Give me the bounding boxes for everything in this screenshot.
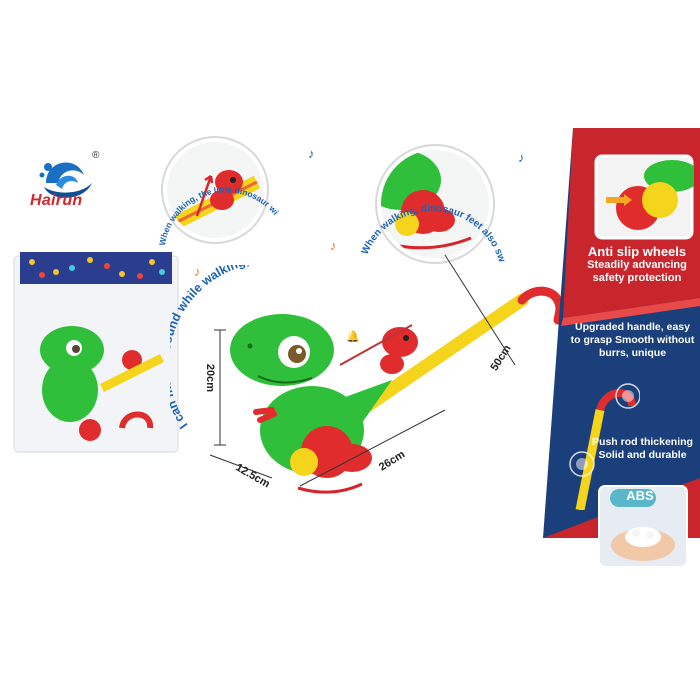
anti-slip-heading: Anti slip wheels	[587, 244, 687, 259]
handle-description: Upgraded handle, easy to grasp Smooth wi…	[565, 321, 700, 360]
sway-detail-circle	[381, 150, 489, 258]
handle-line: to grasp Smooth without	[570, 334, 695, 346]
brand-name: Hairun	[30, 192, 83, 209]
music-note-icon: ♪	[518, 150, 525, 165]
registered-mark: ®	[92, 150, 100, 161]
push-rod-line: Solid and durable	[598, 449, 687, 461]
handle-line: burrs, unique	[598, 347, 667, 359]
sway-callout-text: When walking, dinosaur feet also sway ba…	[355, 115, 507, 264]
bell-icon: 🔔	[346, 331, 360, 343]
product-image	[230, 286, 565, 494]
wheel-detail-image	[594, 154, 694, 240]
push-rod-description: Push rod thickening Solid and durable	[585, 436, 700, 462]
climb-callout-text: When walking, the little dinosaur will a…	[145, 106, 281, 246]
anti-slip-line: safety protection	[592, 272, 682, 284]
package-image	[13, 252, 179, 453]
music-note-icon: ♪	[330, 238, 337, 253]
wave-logo-icon	[39, 162, 92, 198]
abs-label: ABS	[626, 488, 654, 503]
height-dimension: 20cm	[204, 363, 217, 393]
anti-slip-line: Steadily advancing	[587, 259, 687, 271]
anti-slip-description: Steadily advancing safety protection	[574, 259, 700, 285]
abs-material-image	[598, 485, 688, 568]
push-rod-line: Push rod thickening	[592, 436, 693, 448]
climb-detail-circle	[167, 142, 263, 238]
music-note-icon: ♪	[194, 264, 201, 279]
handle-line: Upgraded handle, easy	[575, 321, 690, 333]
handle-illustration	[569, 383, 640, 510]
music-note-icon: ♪	[308, 146, 315, 161]
